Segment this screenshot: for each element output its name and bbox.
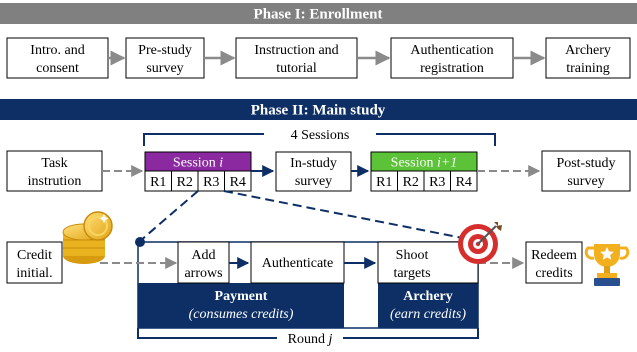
archery-panel: Archery (earn credits)	[378, 283, 478, 328]
phase1-step-archery-line2: training	[566, 61, 610, 76]
phase1-step-prestudy-line1: Pre-study	[138, 43, 192, 58]
phase1-step-instruction-line1: Instruction and	[254, 43, 338, 58]
phase2-title: Phase II: Main study	[251, 103, 386, 119]
phase1-step-auth-registration: Authentication registration	[390, 37, 514, 79]
session-i1-round-2: R2	[403, 175, 419, 190]
session-i1-round-4: R4	[456, 175, 472, 190]
sessions-label-bg	[264, 126, 376, 142]
zoom-line-left	[139, 190, 199, 242]
redeem-credits-box: Redeem credits	[525, 241, 583, 284]
coins-icon	[62, 211, 113, 264]
phase1-step-instruction-tutorial: Instruction and tutorial	[235, 37, 358, 79]
round-label-bg	[277, 330, 343, 346]
session-i: Session i R1 R2 R3 R4	[144, 151, 252, 192]
post-study-survey-line1: Post-study	[556, 156, 615, 171]
phase1-step-auth-line2: registration	[420, 61, 484, 76]
shoot-targets-line1: Shoot	[396, 248, 429, 263]
phase1-step-instruction-line2: tutorial	[276, 61, 317, 76]
add-arrows-line1: Add	[191, 248, 215, 263]
add-arrows-box: Add arrows	[177, 241, 230, 284]
session-i1-round-1: R1	[376, 175, 392, 190]
credit-initial-box: Credit initial.	[6, 241, 63, 284]
session-i1-round-3: R3	[429, 175, 445, 190]
task-instruction-box: Task instrution	[6, 150, 103, 192]
archery-subtitle: (earn credits)	[390, 307, 466, 322]
in-study-survey-line2: survey	[295, 174, 332, 189]
sessions-label: 4 Sessions	[291, 128, 350, 143]
zoom-line-right	[223, 190, 479, 242]
phase1-title-bar	[0, 3, 637, 24]
phase1-step-intro-consent: Intro. and consent	[6, 37, 109, 79]
task-instruction-line1: Task	[41, 156, 67, 171]
phase1-step-archery-line1: Archery	[565, 43, 611, 58]
phase1-step-prestudy-line2: survey	[146, 61, 183, 76]
phase1-step-intro-line2: consent	[36, 61, 79, 76]
payment-subtitle: (consumes credits)	[189, 307, 294, 322]
phase1-title: Phase I: Enrollment	[254, 7, 383, 23]
session-i1-label: Session i+1	[391, 156, 458, 171]
phase1-step-pre-study-survey: Pre-study survey	[125, 37, 205, 79]
redeem-credits-line1: Redeem	[531, 248, 577, 263]
authenticate-label: Authenticate	[262, 256, 334, 271]
task-instruction-line2: instrution	[28, 174, 82, 189]
session-i-round-3: R3	[203, 175, 219, 190]
authenticate-box: Authenticate	[250, 241, 345, 284]
session-i-label: Session i	[173, 156, 223, 171]
session-i-round-2: R2	[177, 175, 193, 190]
phase1-step-intro-line1: Intro. and	[30, 43, 84, 58]
archery-title: Archery	[403, 289, 453, 304]
round-label: Round j	[288, 332, 333, 347]
phase2-title-bar	[0, 99, 637, 120]
post-study-survey-box: Post-study survey	[541, 150, 631, 192]
in-study-survey-box: In-study survey	[275, 151, 352, 192]
credit-initial-line1: Credit	[17, 248, 52, 263]
target-arrow-icon	[458, 222, 502, 264]
payment-title: Payment	[215, 289, 268, 304]
in-study-survey-line1: In-study	[290, 156, 337, 171]
post-study-survey-line2: survey	[567, 174, 604, 189]
phase1-step-auth-line1: Authentication	[410, 43, 493, 58]
session-i-plus-1: Session i+1 R1 R2 R3 R4	[370, 151, 478, 192]
credit-initial-line2: initial.	[16, 266, 52, 281]
add-arrows-line2: arrows	[184, 266, 222, 281]
trophy-icon	[584, 244, 630, 286]
phase1-step-archery-training: Archery training	[545, 37, 631, 79]
redeem-credits-line2: credits	[535, 266, 572, 281]
payment-panel: Payment (consumes credits)	[138, 283, 344, 328]
session-i-round-4: R4	[230, 175, 246, 190]
shoot-targets-line2: targets	[393, 266, 430, 281]
session-i-round-1: R1	[150, 175, 166, 190]
